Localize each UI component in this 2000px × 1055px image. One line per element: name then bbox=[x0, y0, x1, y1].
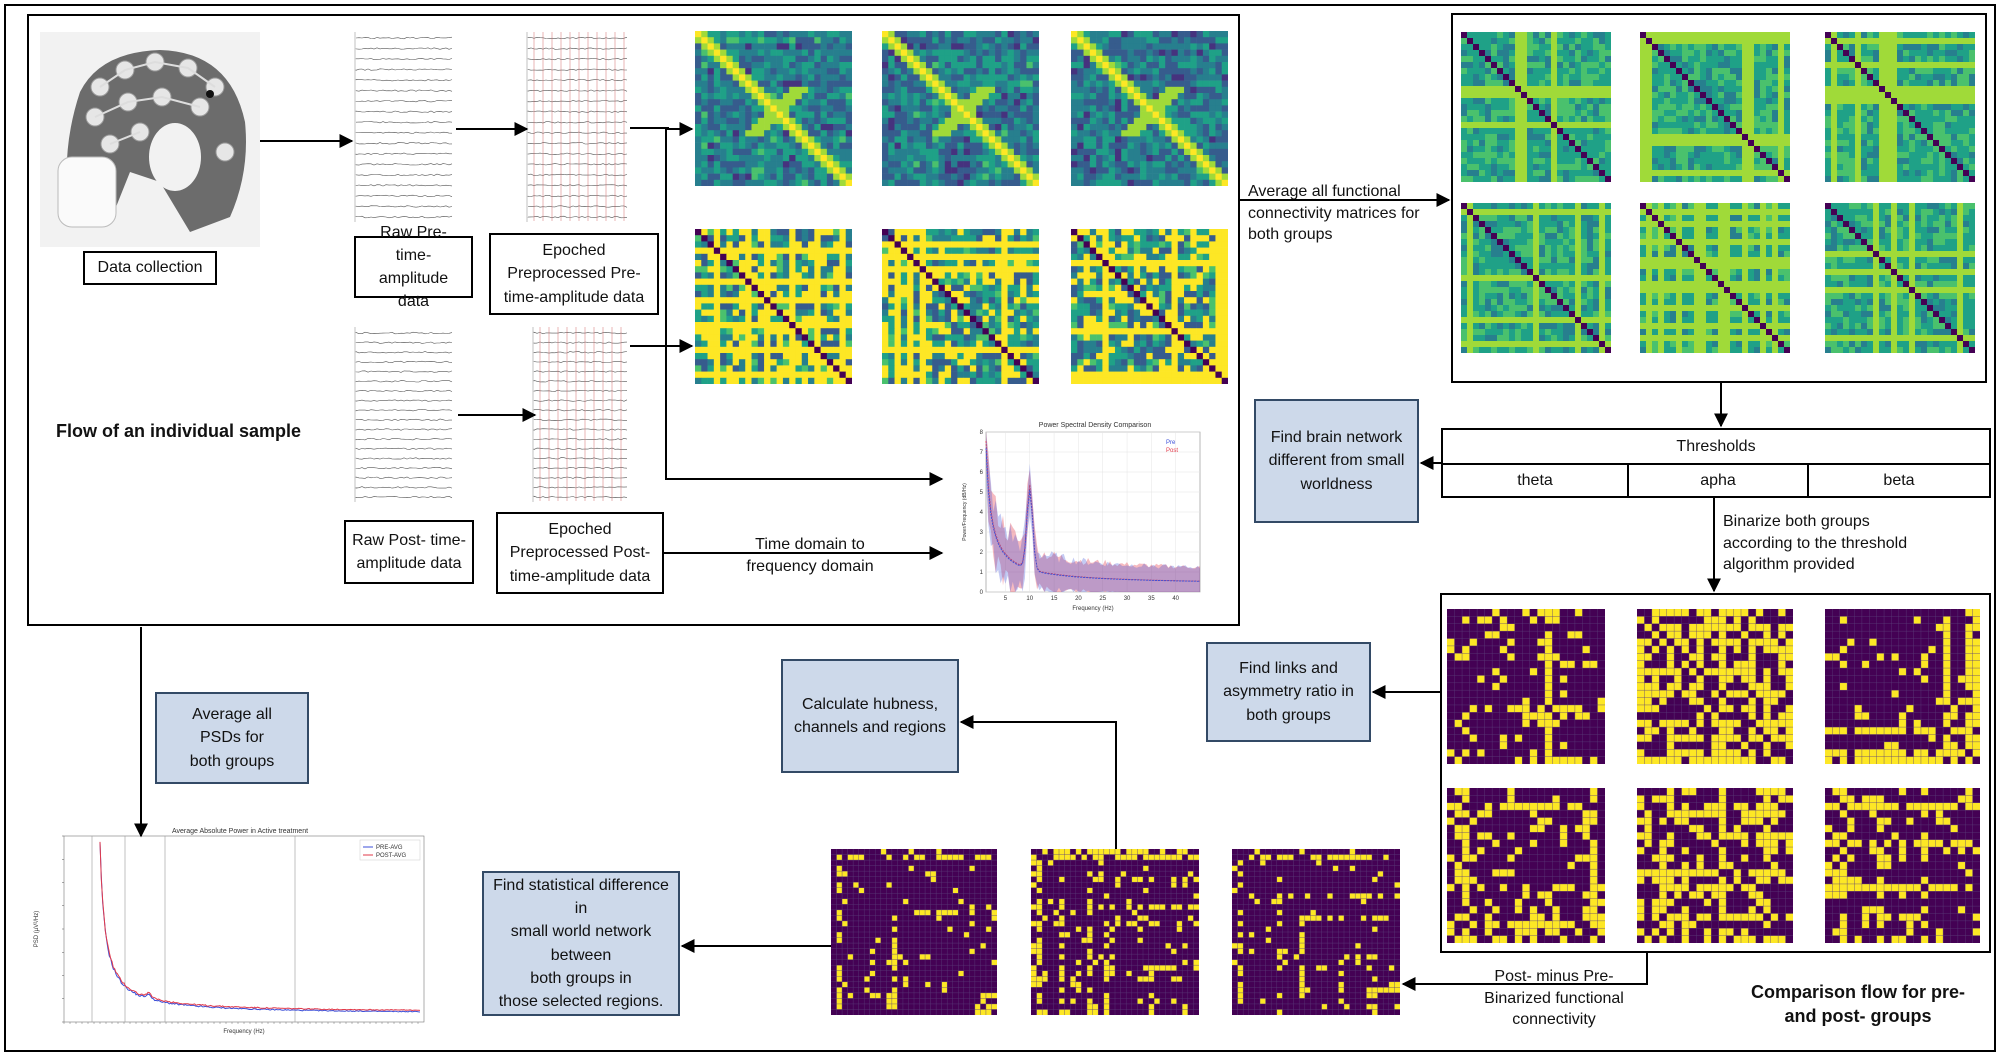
psd-y-tick: 0 bbox=[980, 590, 984, 596]
threshold-beta: beta bbox=[1883, 471, 1915, 489]
psd-y-tick: 3 bbox=[980, 530, 984, 536]
thresholds-header: Thresholds bbox=[1443, 430, 1989, 465]
comparison-flow-title: Comparison flow for pre- and post- group… bbox=[1750, 982, 1965, 1027]
fc-matrix-post-3 bbox=[1071, 229, 1228, 384]
average-fc-label: Average all functional connectivity matr… bbox=[1248, 183, 1420, 244]
avg-matrix-pre-alpha bbox=[1640, 32, 1790, 182]
psd-y-label: Power/Frequency (dB/Hz) bbox=[962, 483, 968, 541]
avg-legend-entry: POST-AVG bbox=[376, 853, 407, 859]
epoched-post-label: Epoched Preprocessed Post- time-amplitud… bbox=[496, 512, 664, 594]
psd-y-tick: 7 bbox=[980, 450, 984, 456]
avg-x-label: Frequency (Hz) bbox=[223, 1029, 264, 1035]
epoched-post-trace bbox=[530, 325, 630, 505]
bin-matrix-pre-beta bbox=[1825, 609, 1980, 764]
diff-matrix-theta bbox=[831, 849, 997, 1015]
bin-matrix-post-alpha bbox=[1637, 788, 1793, 943]
diff-matrix-alpha bbox=[1031, 849, 1199, 1015]
psd-legend-entry: Post bbox=[1166, 448, 1178, 454]
arrow-epoched-pre-to-matrices bbox=[630, 122, 694, 136]
psd-x-tick: 5 bbox=[1004, 596, 1008, 602]
raw-pre-trace bbox=[352, 30, 456, 225]
threshold-theta: theta bbox=[1517, 471, 1553, 489]
psd-y-tick: 2 bbox=[980, 550, 984, 556]
avg-matrix-post-alpha bbox=[1640, 203, 1790, 353]
threshold-alpha: apha bbox=[1627, 465, 1809, 496]
epoched-pre-trace bbox=[524, 30, 630, 225]
individual-sample-frame bbox=[27, 14, 1240, 626]
average-fc-frame bbox=[1451, 13, 1987, 383]
avg-matrix-post-beta bbox=[1825, 203, 1975, 353]
psd-x-tick: 30 bbox=[1124, 596, 1131, 602]
binarize-label: Binarize both groups according to the th… bbox=[1723, 513, 1908, 574]
bin-matrix-post-beta bbox=[1825, 788, 1980, 943]
fc-matrix-post-2 bbox=[882, 229, 1039, 384]
avg-chart-title: Average Absolute Power in Active treatme… bbox=[172, 828, 308, 835]
arrow-post-minus-pre bbox=[1401, 953, 1648, 991]
psd-x-tick: 35 bbox=[1148, 596, 1155, 602]
psd-x-tick: 10 bbox=[1026, 596, 1033, 602]
flow-individual-title: Flow of an individual sample bbox=[56, 421, 302, 441]
average-psds-box: Average all PSDs for both groups bbox=[155, 692, 309, 784]
psd-y-tick: 4 bbox=[980, 510, 984, 516]
psd-legend-entry: Pre bbox=[1166, 440, 1176, 446]
diff-matrix-beta bbox=[1232, 849, 1400, 1015]
psd-x-tick: 40 bbox=[1172, 596, 1179, 602]
avg-legend-entry: PRE-AVG bbox=[376, 845, 403, 851]
arrow-to-psd-chart bbox=[665, 128, 944, 486]
thresholds-table: Thresholds theta apha beta bbox=[1441, 428, 1991, 498]
psd-y-tick: 5 bbox=[980, 490, 984, 496]
psd-chart-title: Power Spectral Density Comparison bbox=[1039, 422, 1152, 429]
fc-matrix-pre-1 bbox=[695, 31, 852, 186]
psd-y-tick: 1 bbox=[980, 570, 984, 576]
bin-matrix-pre-alpha bbox=[1637, 609, 1793, 764]
bin-matrix-pre-theta bbox=[1447, 609, 1605, 764]
bin-matrix-post-theta bbox=[1447, 788, 1605, 943]
avg-y-label: PSD (µV²/Hz) bbox=[34, 911, 40, 947]
find-links-box: Find links and asymmetry ratio in both g… bbox=[1206, 642, 1371, 742]
psd-x-label: Frequency (Hz) bbox=[1072, 606, 1113, 612]
calculate-hubness-box: Calculate hubness, channels and regions bbox=[781, 659, 959, 773]
find-brain-network-box: Find brain network different from small … bbox=[1254, 399, 1419, 523]
average-power-chart: Average Absolute Power in Active treatme… bbox=[30, 826, 430, 1036]
avg-matrix-post-theta bbox=[1461, 203, 1611, 353]
psd-x-tick: 15 bbox=[1051, 596, 1058, 602]
post-minus-pre-label: Post- minus Pre- Binarized functional co… bbox=[1484, 968, 1624, 1029]
psd-y-tick: 6 bbox=[980, 470, 984, 476]
fc-matrix-pre-2 bbox=[882, 31, 1039, 186]
psd-y-tick: 8 bbox=[980, 430, 984, 436]
raw-post-label: Raw Post- time- amplitude data bbox=[344, 520, 474, 584]
psd-x-tick: 25 bbox=[1099, 596, 1106, 602]
fc-matrix-post-1 bbox=[695, 229, 852, 384]
time-to-frequency-label: Time domain to frequency domain bbox=[746, 536, 874, 575]
find-statistical-difference-box: Find statistical difference in small wor… bbox=[482, 871, 680, 1016]
binarized-frame bbox=[1440, 593, 1991, 953]
psd-x-tick: 20 bbox=[1075, 596, 1082, 602]
outer-frame bbox=[4, 4, 1996, 1052]
avg-matrix-pre-theta bbox=[1461, 32, 1611, 182]
eeg-cap-image bbox=[40, 32, 260, 247]
arrow-to-hubness bbox=[959, 715, 1117, 849]
avg-matrix-pre-beta bbox=[1825, 32, 1975, 182]
fc-matrix-pre-3 bbox=[1071, 31, 1228, 186]
epoched-pre-label: Epoched Preprocessed Pre- time-amplitude… bbox=[489, 233, 659, 315]
raw-post-trace bbox=[352, 325, 456, 505]
data-collection-label: Data collection bbox=[83, 251, 217, 285]
